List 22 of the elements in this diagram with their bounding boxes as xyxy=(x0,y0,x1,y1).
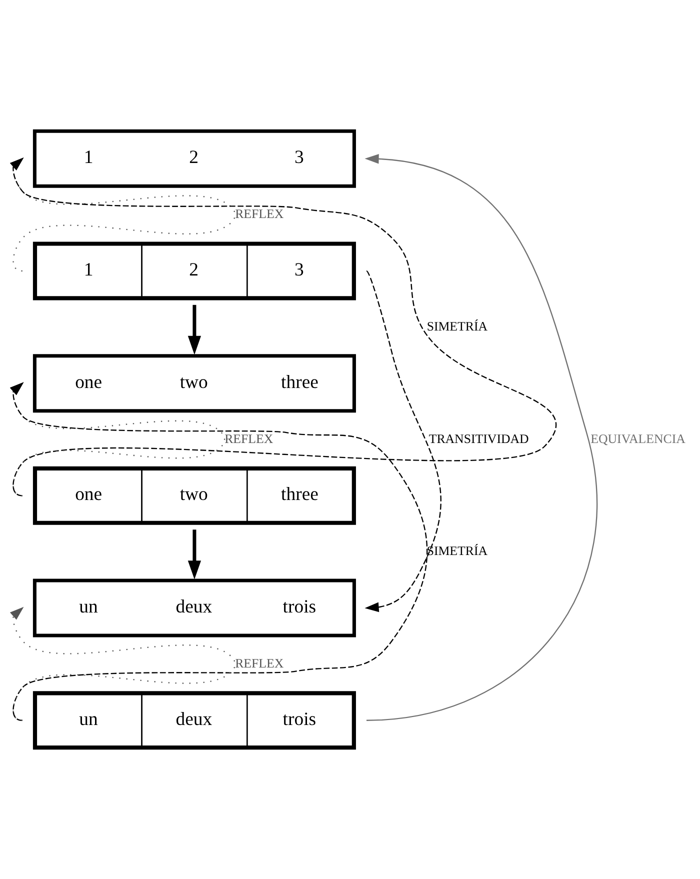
edge-label: REFLEX xyxy=(235,656,284,670)
node-box: un deux trois xyxy=(32,578,356,638)
node-box: un deux trois xyxy=(32,691,356,750)
arrow xyxy=(364,270,442,612)
arrow xyxy=(188,530,202,580)
arrow xyxy=(10,382,226,496)
arrow xyxy=(364,154,598,721)
node-box: 1 2 3 xyxy=(32,129,356,188)
arrow xyxy=(10,382,428,721)
arrow xyxy=(10,606,236,721)
node-box: 1 2 3 xyxy=(32,242,356,300)
edge-label: SIMETRÍA xyxy=(426,544,488,558)
node-box: one two three xyxy=(32,354,356,413)
edge-label: REFLEX xyxy=(235,207,284,222)
node-box: one two three xyxy=(32,466,356,525)
arrow xyxy=(10,157,555,496)
arrow xyxy=(188,304,202,355)
edge-label: TRANSITIVIDAD xyxy=(428,432,529,446)
edge-label: EQUIVALENCIA xyxy=(590,432,686,446)
edge-label: SIMETRÍA xyxy=(426,319,488,334)
edge-label: REFLEX xyxy=(224,432,274,446)
arrow xyxy=(10,157,236,272)
